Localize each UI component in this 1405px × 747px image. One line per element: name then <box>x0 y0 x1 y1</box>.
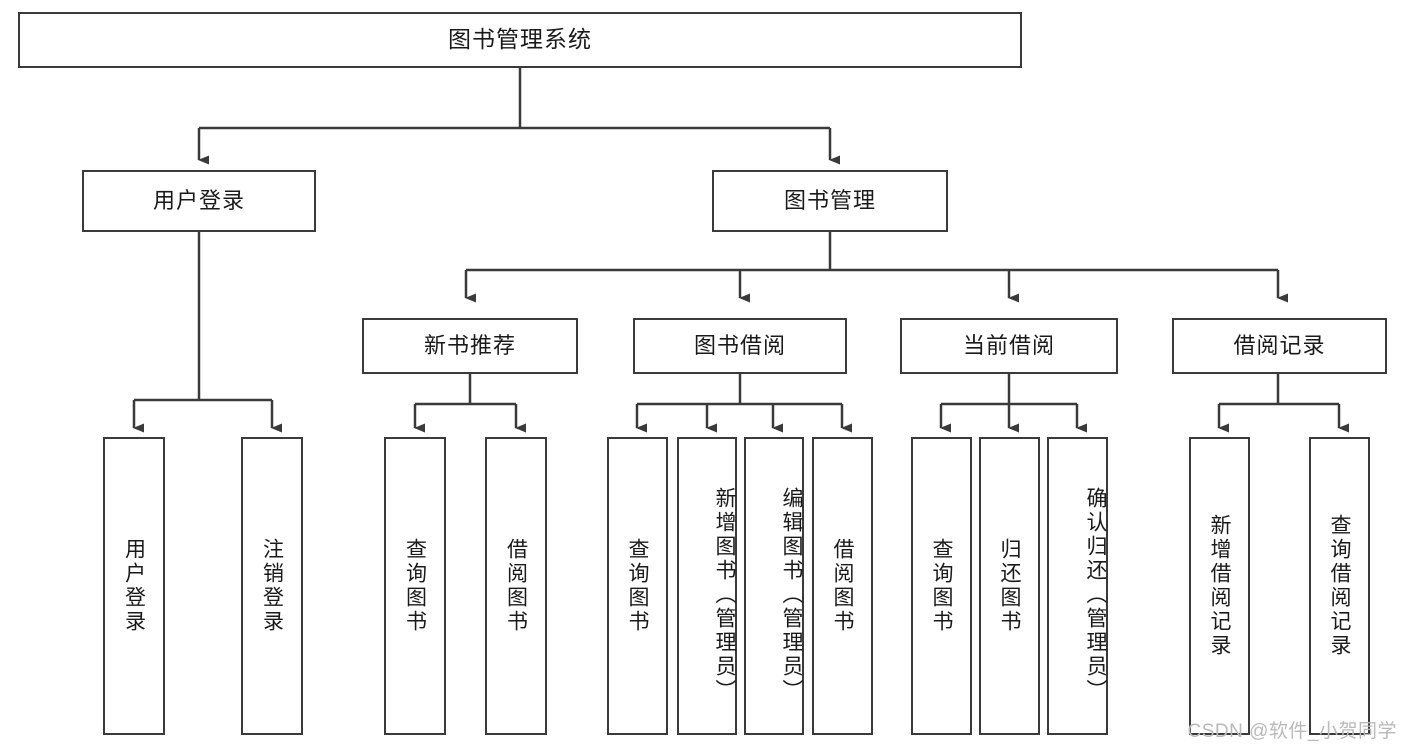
node-book-management[interactable]: 图书管理 <box>712 170 948 232</box>
leaf-user-login-signin[interactable]: 用户登录 <box>103 437 165 735</box>
leaf-borrow-edit-book-admin[interactable]: 编辑图书（管理员） <box>744 437 804 735</box>
leaf-newbook-query-book[interactable]: 查询图书 <box>384 437 446 735</box>
leaf-borrow-add-book-admin[interactable]: 新增图书（管理员） <box>677 437 737 735</box>
leaf-record-add-borrow-record[interactable]: 新增借阅记录 <box>1189 437 1250 735</box>
node-book-borrow[interactable]: 图书借阅 <box>633 318 847 374</box>
leaf-newbook-borrow-book[interactable]: 借阅图书 <box>485 437 547 735</box>
leaf-current-query-book[interactable]: 查询图书 <box>911 437 972 735</box>
leaf-borrow-borrow-book[interactable]: 借阅图书 <box>812 437 873 735</box>
leaf-current-confirm-return-admin[interactable]: 确认归还（管理员） <box>1047 437 1108 735</box>
node-borrow-record[interactable]: 借阅记录 <box>1172 318 1387 374</box>
leaf-current-return-book[interactable]: 归还图书 <box>979 437 1040 735</box>
leaf-user-login-signout[interactable]: 注销登录 <box>241 437 303 735</box>
node-new-book-recommend[interactable]: 新书推荐 <box>362 318 578 374</box>
csdn-watermark: CSDN @软件_小贺同学 <box>1187 721 1397 742</box>
node-user-login[interactable]: 用户登录 <box>82 170 316 232</box>
node-current-borrow[interactable]: 当前借阅 <box>900 318 1118 374</box>
leaf-record-query-borrow-record[interactable]: 查询借阅记录 <box>1309 437 1370 735</box>
leaf-borrow-query-book[interactable]: 查询图书 <box>607 437 668 735</box>
node-root-library-system[interactable]: 图书管理系统 <box>18 12 1022 68</box>
